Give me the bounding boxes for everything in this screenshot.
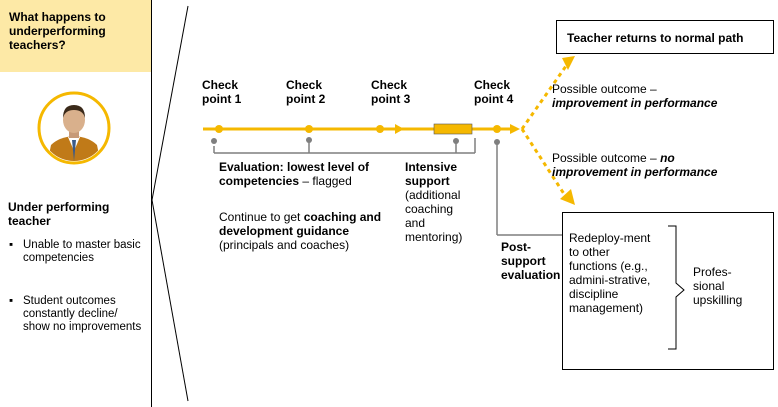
evaluation-rest: – flagged [299, 174, 352, 188]
outcome2-emph1: no [660, 151, 675, 165]
checkpoint-dot [376, 125, 384, 133]
bullet-text: Unable to master basic competencies [23, 239, 141, 264]
teacher-avatar [37, 91, 111, 165]
left-panel-title: What happens to underperforming teachers… [0, 0, 151, 72]
redeployment-box [562, 212, 774, 370]
outcome-arrowhead [560, 189, 575, 205]
post-support-evaluation: Post-support evaluation [501, 240, 561, 282]
outcome2-emph2: improvement in performance [552, 165, 718, 179]
checkpoint-label-4: Check point 4 [474, 78, 514, 106]
coaching-pre: Continue to get [219, 210, 304, 224]
under-performing-heading: Under performing teacher [8, 200, 110, 228]
connector-dot [211, 138, 217, 144]
bullet-item: ▪ Unable to master basic competencies [9, 239, 149, 281]
brace [668, 225, 685, 350]
checkpoint-dot [215, 125, 223, 133]
bullet-text: Student outcomes constantly decline/ sho… [23, 295, 142, 333]
outcome-arrowhead [562, 56, 575, 70]
callout-line-bottom [151, 199, 189, 402]
evaluation-bold: Evaluation: lowest level of competencies [219, 160, 370, 188]
coaching-bold: coaching and development guidance [219, 210, 382, 238]
callout-line-top [151, 5, 189, 201]
checkpoint-label-1: Check point 1 [202, 78, 242, 106]
intensive-rest: (additional coaching and mentoring) [405, 188, 463, 244]
outcome-arrow-down [520, 128, 568, 198]
intensive-bold: Intensive support [405, 160, 458, 188]
left-panel [0, 0, 152, 407]
bullet-item: ▪ Student outcomes constantly decline/ s… [9, 295, 149, 387]
checkpoint-label-2: Check point 2 [286, 78, 326, 106]
outcome1-emph: improvement in performance [552, 96, 718, 110]
outcome2-prefix: Possible outcome – [552, 151, 661, 165]
timeline-arrow [395, 124, 404, 134]
checkpoint-dot [305, 125, 313, 133]
intensive-support-bar [433, 123, 473, 135]
redeployment-text: Redeploy-ment to other functions (e.g., … [569, 231, 651, 315]
intensive-support-text: Intensive support (additional coaching a… [405, 160, 471, 244]
upskilling-text: Profes-sional upskilling [693, 265, 743, 307]
coaching-text: Continue to get coaching and development… [219, 210, 399, 252]
person-icon [37, 91, 111, 165]
outcome-arrow-up [520, 65, 568, 130]
outcome1-prefix: Possible outcome – [552, 82, 657, 96]
timeline-arrow [510, 124, 520, 134]
normal-path-box: Teacher returns to normal path [556, 20, 774, 54]
connector-dot [306, 137, 312, 143]
outcome-improvement: Possible outcome – improvement in perfor… [552, 82, 767, 110]
coaching-post: (principals and coaches) [219, 238, 350, 252]
checkpoint-dot [493, 125, 501, 133]
bullet-marker: ▪ [9, 239, 14, 251]
bullet-marker: ▪ [9, 295, 14, 307]
outcome-no-improvement: Possible outcome – no improvement in per… [552, 151, 767, 179]
evaluation-text: Evaluation: lowest level of competencies… [219, 160, 404, 188]
checkpoint-label-3: Check point 3 [371, 78, 411, 106]
